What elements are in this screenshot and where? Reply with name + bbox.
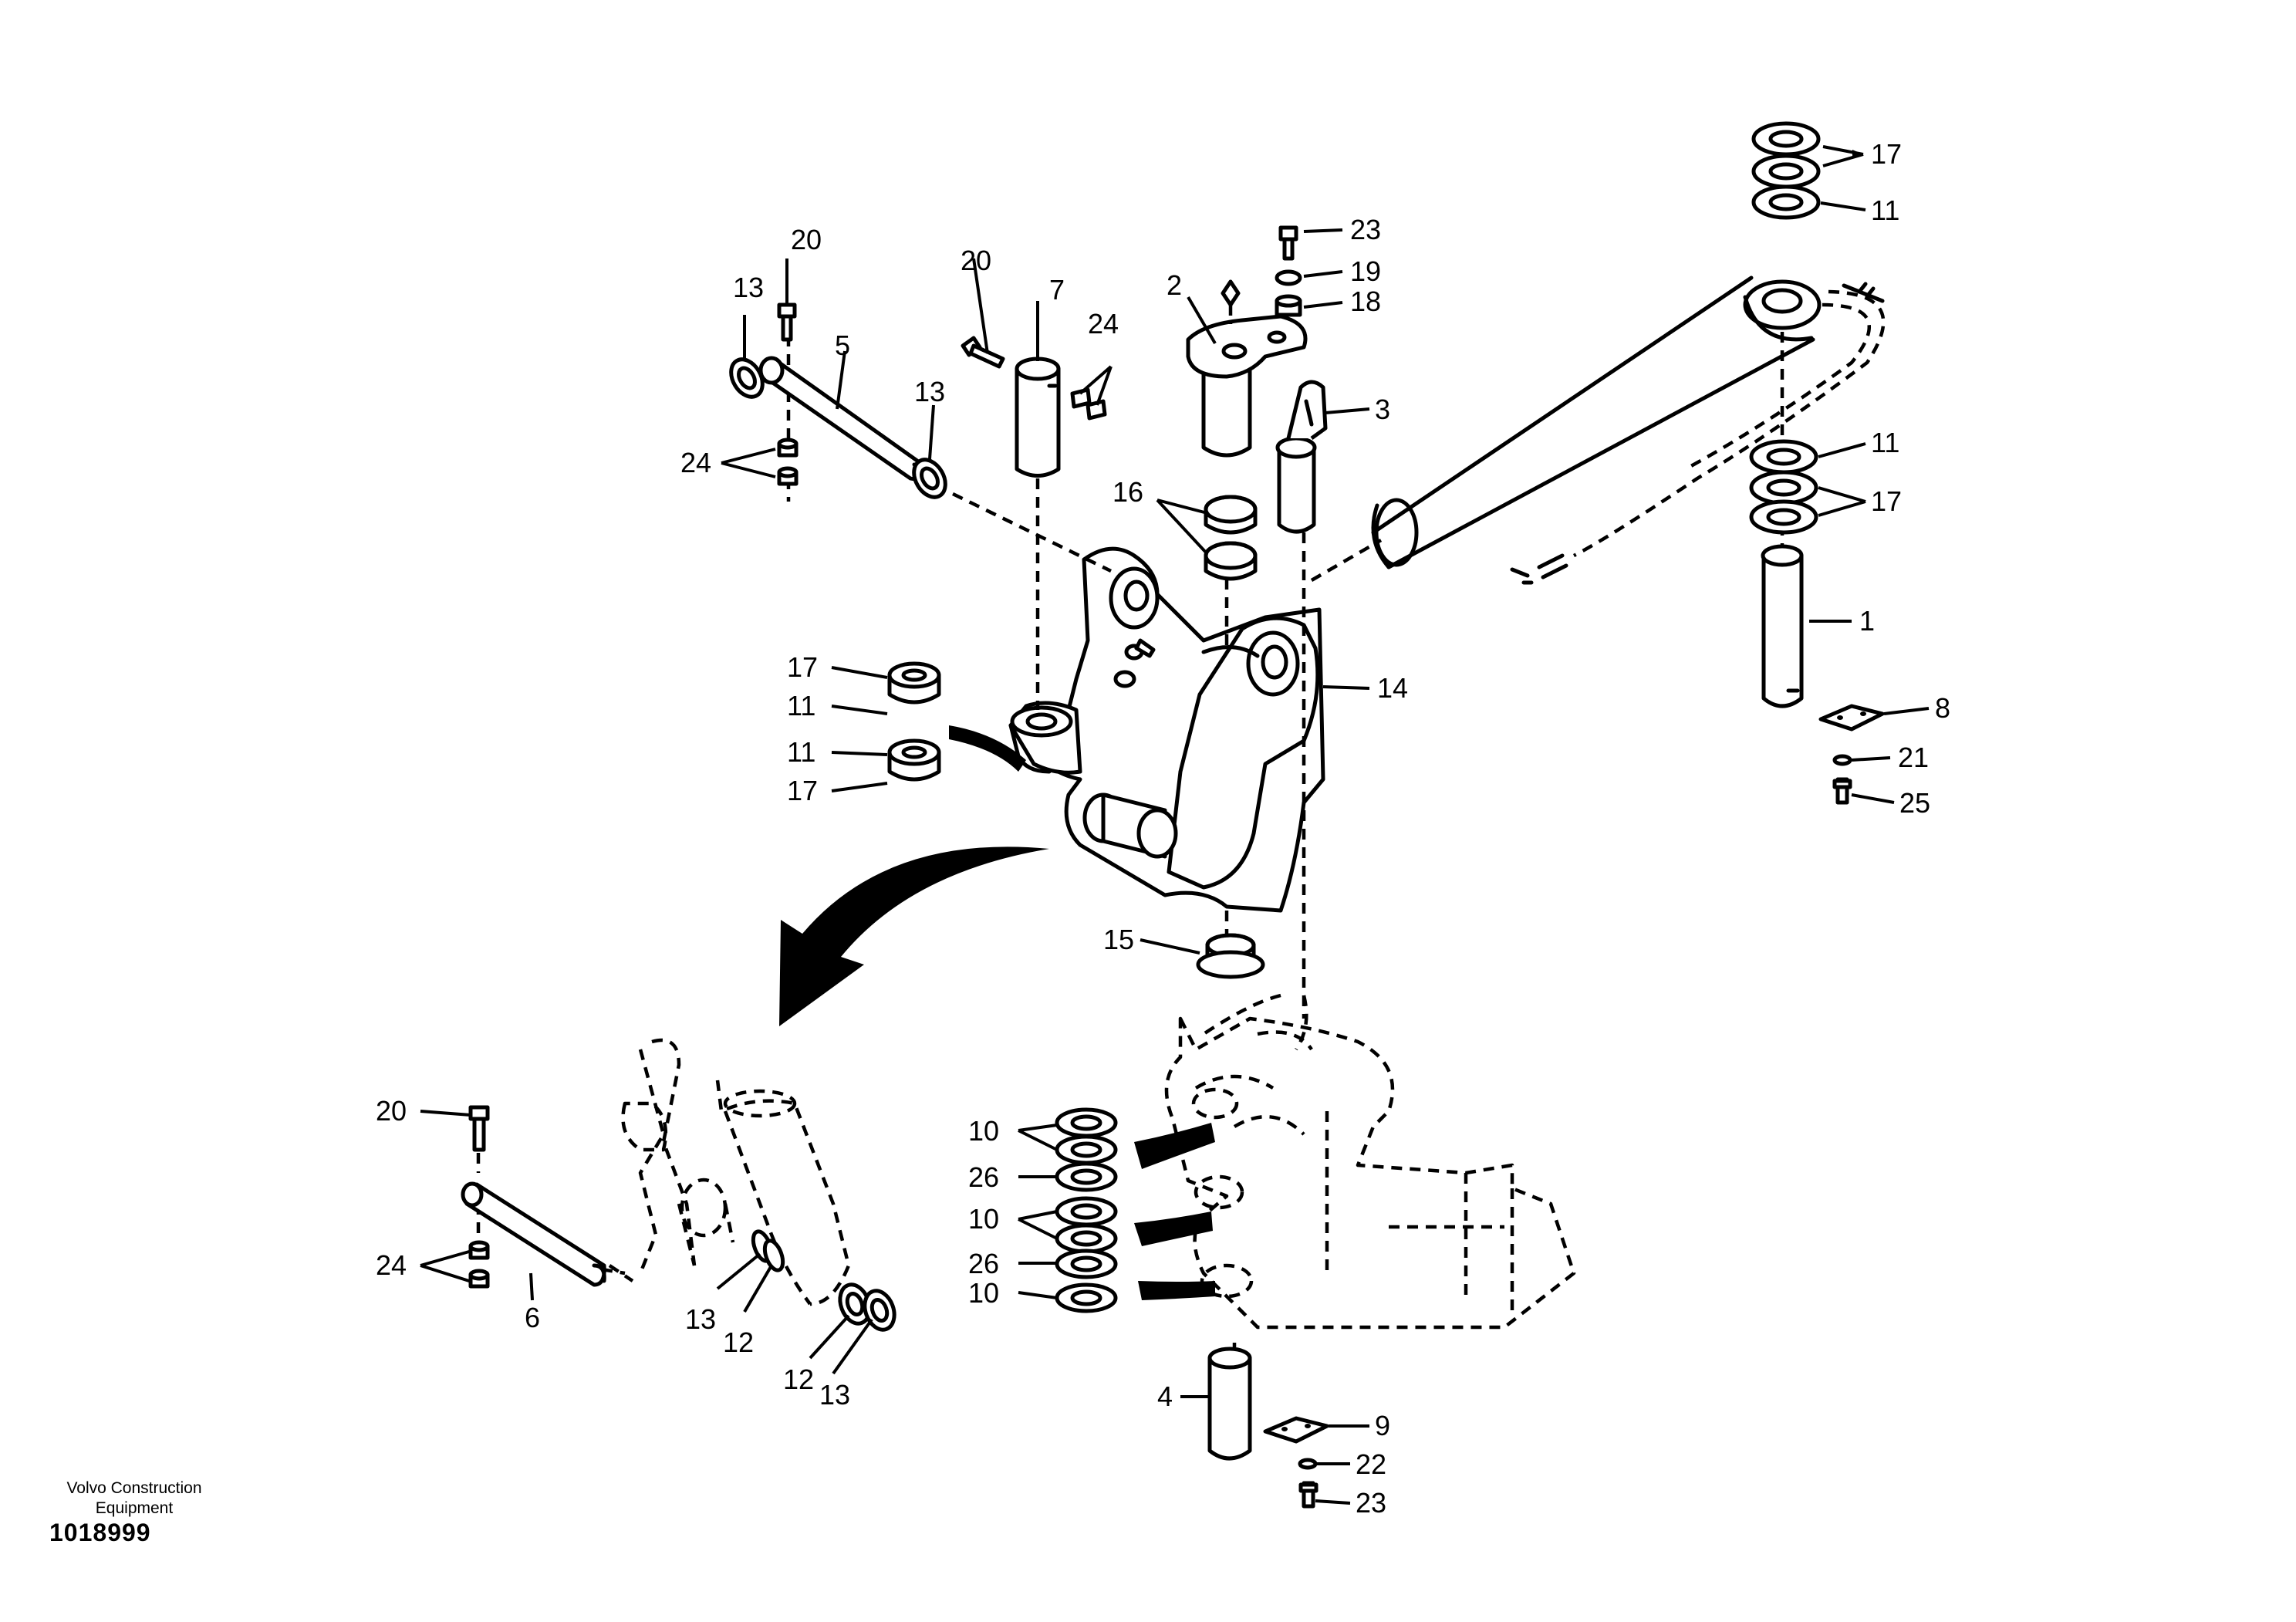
callout-2: 2 bbox=[1167, 269, 1182, 301]
part-13-washer-right bbox=[912, 458, 947, 499]
part-23-bolt-top bbox=[1278, 225, 1298, 261]
part-15-bushing bbox=[1196, 933, 1265, 979]
callout-25: 25 bbox=[1899, 787, 1930, 819]
part-24-nuts-lower bbox=[468, 1240, 490, 1289]
part-1-pin bbox=[1761, 544, 1804, 708]
part-20-bolt-lower bbox=[468, 1105, 490, 1152]
callout-20-upper: 20 bbox=[961, 245, 991, 276]
part-3-pin bbox=[1275, 380, 1328, 534]
callout-7: 7 bbox=[1049, 274, 1065, 306]
pointer-wedges bbox=[949, 725, 1215, 1300]
callout-9: 9 bbox=[1375, 1410, 1390, 1441]
callout-11-left-b: 11 bbox=[787, 736, 815, 768]
part-20-bolt-left bbox=[777, 302, 797, 342]
part-8-plate bbox=[1818, 704, 1885, 732]
callout-10-b: 10 bbox=[968, 1203, 999, 1235]
callout-8: 8 bbox=[1935, 692, 1950, 724]
callout-18: 18 bbox=[1350, 286, 1381, 317]
lower-left-view bbox=[608, 1038, 851, 1306]
callout-15: 15 bbox=[1103, 924, 1134, 955]
part-19-washer bbox=[1275, 269, 1302, 286]
callout-11-mid: 11 bbox=[1871, 427, 1899, 458]
callout-20-left: 20 bbox=[791, 224, 822, 255]
callout-11-top: 11 bbox=[1871, 194, 1899, 226]
callout-24-upper: 24 bbox=[1088, 308, 1119, 340]
callout-23-bottom: 23 bbox=[1356, 1487, 1386, 1519]
document-number: 1018999 bbox=[49, 1519, 151, 1546]
part-22-washer bbox=[1298, 1458, 1318, 1470]
callout-13-lower-a: 13 bbox=[685, 1303, 716, 1335]
washers-11-17-mid bbox=[1749, 439, 1818, 535]
washers-17-11-left bbox=[887, 661, 941, 782]
part-2-pin bbox=[1186, 279, 1308, 458]
part-20-bolt-upper bbox=[961, 336, 1005, 369]
part-18-nut bbox=[1275, 294, 1302, 317]
callout-26-a: 26 bbox=[968, 1161, 999, 1193]
part-4-pin bbox=[1207, 1347, 1252, 1461]
leader-lines bbox=[420, 145, 1930, 1505]
part-16-bushings bbox=[1204, 495, 1258, 581]
assembly-lines bbox=[476, 332, 1784, 1366]
callout-10-c: 10 bbox=[968, 1277, 999, 1309]
callout-24-lower: 24 bbox=[376, 1249, 407, 1281]
part-5-pin bbox=[758, 356, 928, 482]
callout-23-top: 23 bbox=[1350, 214, 1381, 245]
callout-3: 3 bbox=[1375, 394, 1390, 425]
callout-17-top: 17 bbox=[1871, 138, 1902, 170]
callout-1: 1 bbox=[1859, 605, 1875, 637]
callout-21: 21 bbox=[1898, 742, 1929, 773]
callout-14: 14 bbox=[1377, 672, 1408, 704]
arm-outline bbox=[1310, 275, 1886, 585]
callout-17-left-b: 17 bbox=[787, 775, 818, 806]
part-23-bolt-bottom bbox=[1298, 1481, 1319, 1509]
callout-20-lower: 20 bbox=[376, 1095, 407, 1127]
callout-16: 16 bbox=[1113, 476, 1143, 508]
direction-arrow bbox=[779, 846, 1049, 1026]
callout-12-lower-b: 12 bbox=[783, 1363, 814, 1395]
callout-13-right: 13 bbox=[914, 376, 945, 407]
washers-10-26-stack bbox=[1055, 1107, 1118, 1313]
washers-17-11-top bbox=[1751, 121, 1821, 220]
callout-5: 5 bbox=[835, 329, 850, 361]
publisher-line-1: Volvo Construction bbox=[66, 1479, 202, 1497]
callout-24-left: 24 bbox=[680, 447, 711, 478]
callout-11-left-a: 11 bbox=[787, 690, 815, 721]
part-21-washer bbox=[1832, 754, 1852, 766]
callout-26-b: 26 bbox=[968, 1248, 999, 1279]
publisher-line-2: Equipment bbox=[95, 1499, 174, 1517]
part-9-plate bbox=[1263, 1416, 1329, 1444]
publisher-caption: Volvo Construction Equipment bbox=[35, 1478, 233, 1519]
callout-22: 22 bbox=[1356, 1448, 1386, 1480]
part-25-bolt bbox=[1832, 777, 1852, 805]
callout-13-left: 13 bbox=[733, 272, 764, 303]
callout-labels: 17 11 11 17 1 8 21 25 23 19 18 2 3 16 7 … bbox=[376, 138, 1950, 1519]
callout-17-mid: 17 bbox=[1871, 485, 1902, 517]
part-7-pin bbox=[1015, 357, 1061, 478]
callout-13-lower-b: 13 bbox=[819, 1379, 850, 1411]
callout-4: 4 bbox=[1157, 1380, 1173, 1412]
callout-17-left-a: 17 bbox=[787, 651, 818, 683]
part-24-nuts-left bbox=[777, 438, 799, 486]
callout-12-lower-a: 12 bbox=[723, 1326, 754, 1358]
callout-19: 19 bbox=[1350, 255, 1381, 287]
coupler-body-14 bbox=[1008, 546, 1325, 913]
callout-6: 6 bbox=[525, 1302, 540, 1333]
part-13-washer-left bbox=[729, 357, 765, 399]
lower-link-outline bbox=[1164, 993, 1576, 1330]
parts-12-13-washers-lower bbox=[751, 1229, 896, 1332]
part-6-pin bbox=[461, 1181, 606, 1287]
callout-10-a: 10 bbox=[968, 1115, 999, 1147]
